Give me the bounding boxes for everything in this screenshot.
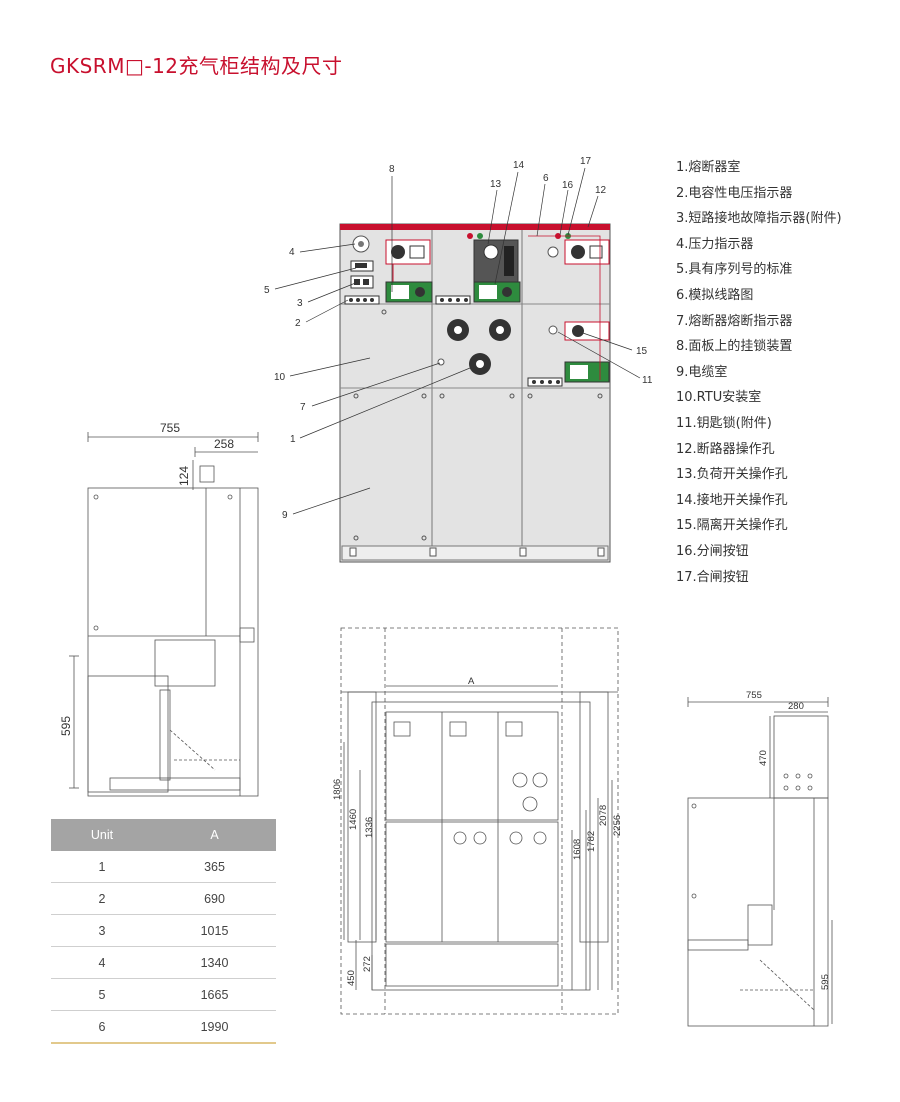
callout-11: 11 — [642, 375, 653, 386]
legend-item: 15.隔离开关操作孔 — [676, 518, 788, 534]
table-header-unit: Unit — [51, 819, 153, 851]
table-cell: 1340 — [153, 946, 276, 979]
legend-list: 1.熔断器室 2.电容性电压指示器 3.短路接地故障指示器(附件) 4.压力指示… — [676, 158, 842, 593]
legend-item: 14.接地开关操作孔 — [676, 492, 788, 508]
callout-12: 12 — [595, 185, 607, 196]
legend-item: 1.熔断器室 — [676, 160, 741, 175]
dim-left-offset: 258 — [214, 437, 234, 451]
legend-item: 8.面板上的挂锁装置 — [676, 339, 793, 355]
legend-item: 11.钥匙锁(附件) — [676, 415, 772, 431]
top-bar — [340, 224, 610, 230]
plan-view — [340, 627, 619, 1015]
table-cell: 1665 — [153, 978, 276, 1011]
legend-item: 2.电容性电压指示器 — [676, 185, 793, 201]
callout-13: 13 — [490, 179, 502, 190]
dim-mid-a: A — [468, 676, 475, 687]
legend-item: 16.分闸按钮 — [676, 543, 749, 559]
dim-mid-2256: 2256 — [612, 815, 623, 836]
callout-9: 9 — [282, 510, 288, 521]
callout-10: 10 — [274, 372, 286, 383]
callout-1: 1 — [290, 434, 296, 445]
callout-16: 16 — [562, 180, 574, 191]
dim-right-width: 755 — [746, 690, 762, 701]
callout-14: 14 — [513, 160, 525, 171]
dim-mid-1782: 1782 — [586, 831, 597, 852]
dim-mid-1460: 1460 — [348, 809, 359, 830]
dim-left-width: 755 — [160, 421, 180, 435]
dim-right-height: 595 — [820, 974, 831, 990]
legend-item: 5.具有序列号的标准 — [676, 262, 793, 278]
dim-mid-1806: 1806 — [332, 779, 343, 800]
table-cell: 1015 — [153, 914, 276, 947]
table-cell: 365 — [153, 851, 276, 883]
legend-item: 17.合闸按钮 — [676, 569, 749, 585]
legend-item: 10.RTU安装室 — [676, 390, 762, 406]
dim-mid-450: 450 — [346, 970, 357, 986]
table-cell: 1 — [51, 851, 153, 883]
callout-5: 5 — [264, 285, 270, 296]
legend-item: 4.压力指示器 — [676, 236, 754, 252]
dim-left-top: 124 — [177, 466, 191, 486]
table-header-a: A — [153, 819, 276, 851]
callout-2: 2 — [295, 318, 301, 329]
dim-mid-1608: 1608 — [572, 839, 583, 860]
legend-item: 9.电缆室 — [676, 364, 728, 380]
callout-17: 17 — [580, 156, 592, 167]
table-cell: 2 — [51, 882, 153, 915]
dim-left-height: 595 — [59, 716, 73, 736]
dim-mid-2078: 2078 — [598, 805, 609, 826]
dim-right-offset: 280 — [788, 701, 804, 712]
callout-3: 3 — [297, 298, 303, 309]
dim-right-top: 470 — [758, 750, 769, 766]
table-cell: 4 — [51, 946, 153, 979]
front-view: 8 13 14 6 16 17 12 4 5 3 2 10 7 1 9 15 1… — [264, 156, 653, 563]
table-cell: 3 — [51, 914, 153, 947]
callout-6: 6 — [543, 173, 549, 184]
legend-item: 6.模拟线路图 — [676, 287, 754, 303]
table-cell: 6 — [51, 1010, 153, 1044]
legend-item: 12.断路器操作孔 — [676, 441, 775, 457]
table-cell: 690 — [153, 882, 276, 915]
dim-mid-1336: 1336 — [364, 817, 375, 838]
page-title: GKSRM□-12充气柜结构及尺寸 — [50, 54, 343, 78]
callout-7: 7 — [300, 402, 306, 413]
legend-item: 7.熔断器熔断指示器 — [676, 313, 793, 329]
legend-item: 3.短路接地故障指示器(附件) — [676, 211, 842, 227]
callout-8: 8 — [389, 164, 395, 175]
table-cell: 1990 — [153, 1010, 276, 1044]
legend-item: 13.负荷开关操作孔 — [676, 467, 788, 483]
dim-mid-272: 272 — [362, 956, 373, 972]
right-side-view — [687, 697, 833, 1027]
table-cell: 5 — [51, 978, 153, 1011]
callout-4: 4 — [289, 247, 295, 258]
callout-15: 15 — [636, 346, 648, 357]
left-side-view — [69, 432, 259, 797]
